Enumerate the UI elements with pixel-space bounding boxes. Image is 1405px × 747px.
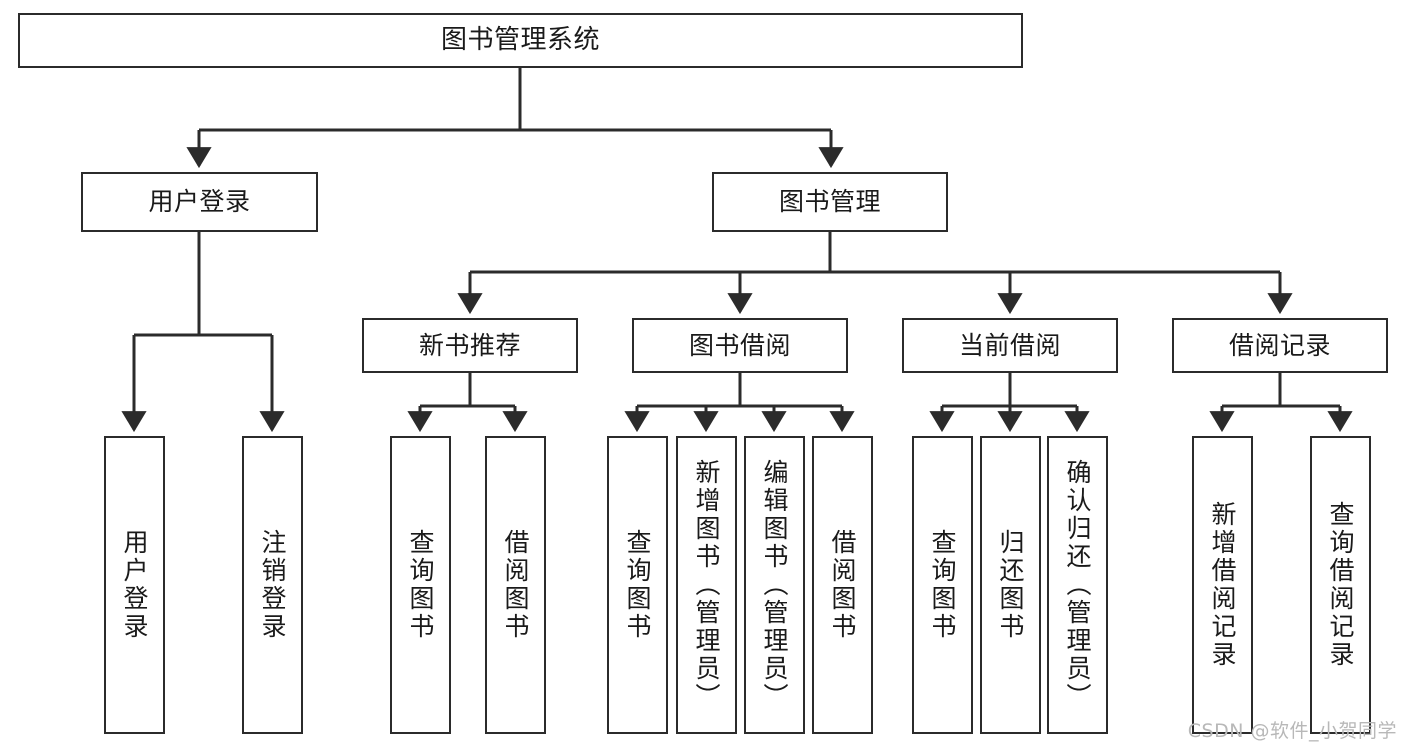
- node-label: 查询图书: [406, 529, 435, 641]
- leaf-borrow-edit-book[interactable]: 编辑图书（管理员）: [744, 436, 805, 734]
- csdn-watermark: CSDN @软件_小贺同学: [1187, 720, 1397, 742]
- leaf-user-logout[interactable]: 注销登录: [242, 436, 303, 734]
- node-label: 借阅记录: [1228, 330, 1331, 360]
- node-label: 归还图书: [996, 529, 1025, 641]
- node-label: 图书管理: [778, 187, 881, 217]
- leaf-current-confirm-return[interactable]: 确认归还（管理员）: [1047, 436, 1108, 734]
- leaf-new-book-borrow[interactable]: 借阅图书: [485, 436, 546, 734]
- node-label: 图书管理系统: [440, 25, 600, 56]
- leaf-user-login[interactable]: 用户登录: [104, 436, 165, 734]
- node-label: 确认归还（管理员）: [1063, 459, 1092, 711]
- node-borrow-record[interactable]: 借阅记录: [1172, 318, 1388, 373]
- node-label: 借阅图书: [828, 529, 857, 641]
- leaf-new-book-query[interactable]: 查询图书: [390, 436, 451, 734]
- node-label: 用户登录: [120, 529, 149, 641]
- node-label: 图书借阅: [688, 330, 791, 360]
- leaf-borrow-add-book[interactable]: 新增图书（管理员）: [676, 436, 737, 734]
- node-new-book-recommend[interactable]: 新书推荐: [362, 318, 578, 373]
- node-label: 用户登录: [148, 187, 251, 217]
- node-label: 新增借阅记录: [1208, 501, 1237, 669]
- node-current-borrow[interactable]: 当前借阅: [902, 318, 1118, 373]
- node-user-login[interactable]: 用户登录: [81, 172, 318, 232]
- node-root-system[interactable]: 图书管理系统: [18, 13, 1023, 68]
- node-label: 查询借阅记录: [1326, 501, 1355, 669]
- node-label: 注销登录: [258, 529, 287, 641]
- node-label: 新增图书（管理员）: [692, 459, 721, 711]
- leaf-current-query-book[interactable]: 查询图书: [912, 436, 973, 734]
- node-book-management[interactable]: 图书管理: [712, 172, 948, 232]
- leaf-record-query[interactable]: 查询借阅记录: [1310, 436, 1371, 734]
- node-label: 借阅图书: [501, 529, 530, 641]
- leaf-borrow-lend-book[interactable]: 借阅图书: [812, 436, 873, 734]
- node-label: 新书推荐: [418, 330, 521, 360]
- node-label: 查询图书: [928, 529, 957, 641]
- leaf-borrow-query-book[interactable]: 查询图书: [607, 436, 668, 734]
- node-book-borrow[interactable]: 图书借阅: [632, 318, 848, 373]
- leaf-record-add[interactable]: 新增借阅记录: [1192, 436, 1253, 734]
- leaf-current-return-book[interactable]: 归还图书: [980, 436, 1041, 734]
- node-label: 当前借阅: [958, 330, 1061, 360]
- node-label: 编辑图书（管理员）: [760, 459, 789, 711]
- node-label: 查询图书: [623, 529, 652, 641]
